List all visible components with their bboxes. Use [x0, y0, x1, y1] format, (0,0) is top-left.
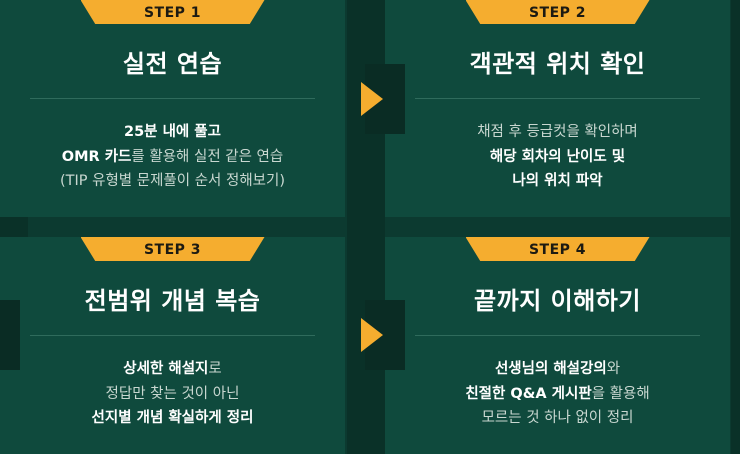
text-segment: 친절한 Q&A 게시판 [465, 385, 592, 402]
text-segment: 정답만 찾는 것이 아닌 [105, 385, 240, 402]
description-line: 모르는 것 하나 없이 정리 [385, 406, 730, 431]
step-label: STEP 1 [80, 0, 265, 24]
step-label: STEP 3 [80, 237, 265, 261]
step-description: 상세한 해설지로 정답만 찾는 것이 아닌 선지별 개념 확실하게 정리 [0, 357, 345, 431]
text-segment: 선생님의 해설강의 [494, 361, 607, 377]
text-segment: 와 [606, 361, 621, 377]
description-line: 상세한 해설지로 [0, 357, 345, 382]
description-line: 선지별 개념 확실하게 정리 [0, 406, 345, 431]
step-card-3: STEP 3 전범위 개념 복습 상세한 해설지로 정답만 찾는 것이 아닌 선… [0, 237, 345, 454]
text-segment: (TIP 유형별 문제풀이 순서 정해보기) [59, 173, 286, 189]
arrow-right-icon [361, 318, 383, 352]
step-title: 실전 연습 [122, 50, 223, 78]
divider [415, 335, 700, 336]
text-segment: 를 활용해 실전 같은 연습 [131, 148, 284, 165]
text-segment: OMR 카드 [61, 148, 132, 165]
text-segment: 25분 내에 풀고 [124, 124, 221, 140]
side-tab-left [0, 300, 20, 370]
description-line: (TIP 유형별 문제풀이 순서 정해보기) [0, 169, 345, 194]
text-segment: 상세한 해설지 [123, 361, 209, 377]
text-segment: 을 활용해 [591, 385, 650, 402]
divider [30, 335, 315, 336]
step-title: 객관적 위치 확인 [469, 50, 646, 78]
text-segment: 채점 후 등급컷을 확인하며 [477, 124, 638, 140]
description-line: 친절한 Q&A 게시판을 활용해 [385, 382, 730, 407]
text-segment: 모르는 것 하나 없이 정리 [481, 410, 634, 426]
step-label: STEP 2 [465, 0, 650, 24]
description-line: OMR 카드를 활용해 실전 같은 연습 [0, 145, 345, 170]
step-title: 끝까지 이해하기 [474, 287, 641, 315]
description-line: 선생님의 해설강의와 [385, 357, 730, 382]
step-card-4: STEP 4 끝까지 이해하기 선생님의 해설강의와 친절한 Q&A 게시판을 … [385, 237, 730, 454]
text-segment: 선지별 개념 확실하게 정리 [91, 410, 254, 426]
text-segment: 나의 위치 파악 [512, 173, 603, 189]
arrow-right-icon [361, 82, 383, 116]
description-line: 25분 내에 풀고 [0, 120, 345, 145]
step-title: 전범위 개념 복습 [84, 287, 261, 315]
step-card-1: STEP 1 실전 연습 25분 내에 풀고 OMR 카드를 활용해 실전 같은… [0, 0, 345, 217]
description-line: 나의 위치 파악 [385, 169, 730, 194]
step-description: 선생님의 해설강의와 친절한 Q&A 게시판을 활용해 모르는 것 하나 없이 … [385, 357, 730, 431]
step-description: 25분 내에 풀고 OMR 카드를 활용해 실전 같은 연습 (TIP 유형별 … [0, 120, 345, 194]
bg-stripe-right [731, 0, 740, 454]
text-segment: 로 [208, 361, 222, 377]
divider [415, 98, 700, 99]
arrow-connector-1 [361, 64, 405, 134]
text-segment: 해당 회차의 난이도 및 [489, 148, 626, 165]
step-label: STEP 4 [465, 237, 650, 261]
description-line: 채점 후 등급컷을 확인하며 [385, 120, 730, 145]
divider [30, 98, 315, 99]
description-line: 정답만 찾는 것이 아닌 [0, 382, 345, 407]
arrow-connector-2 [361, 300, 405, 370]
step-card-2: STEP 2 객관적 위치 확인 채점 후 등급컷을 확인하며 해당 회차의 난… [385, 0, 730, 217]
description-line: 해당 회차의 난이도 및 [385, 145, 730, 170]
step-description: 채점 후 등급컷을 확인하며 해당 회차의 난이도 및 나의 위치 파악 [385, 120, 730, 194]
